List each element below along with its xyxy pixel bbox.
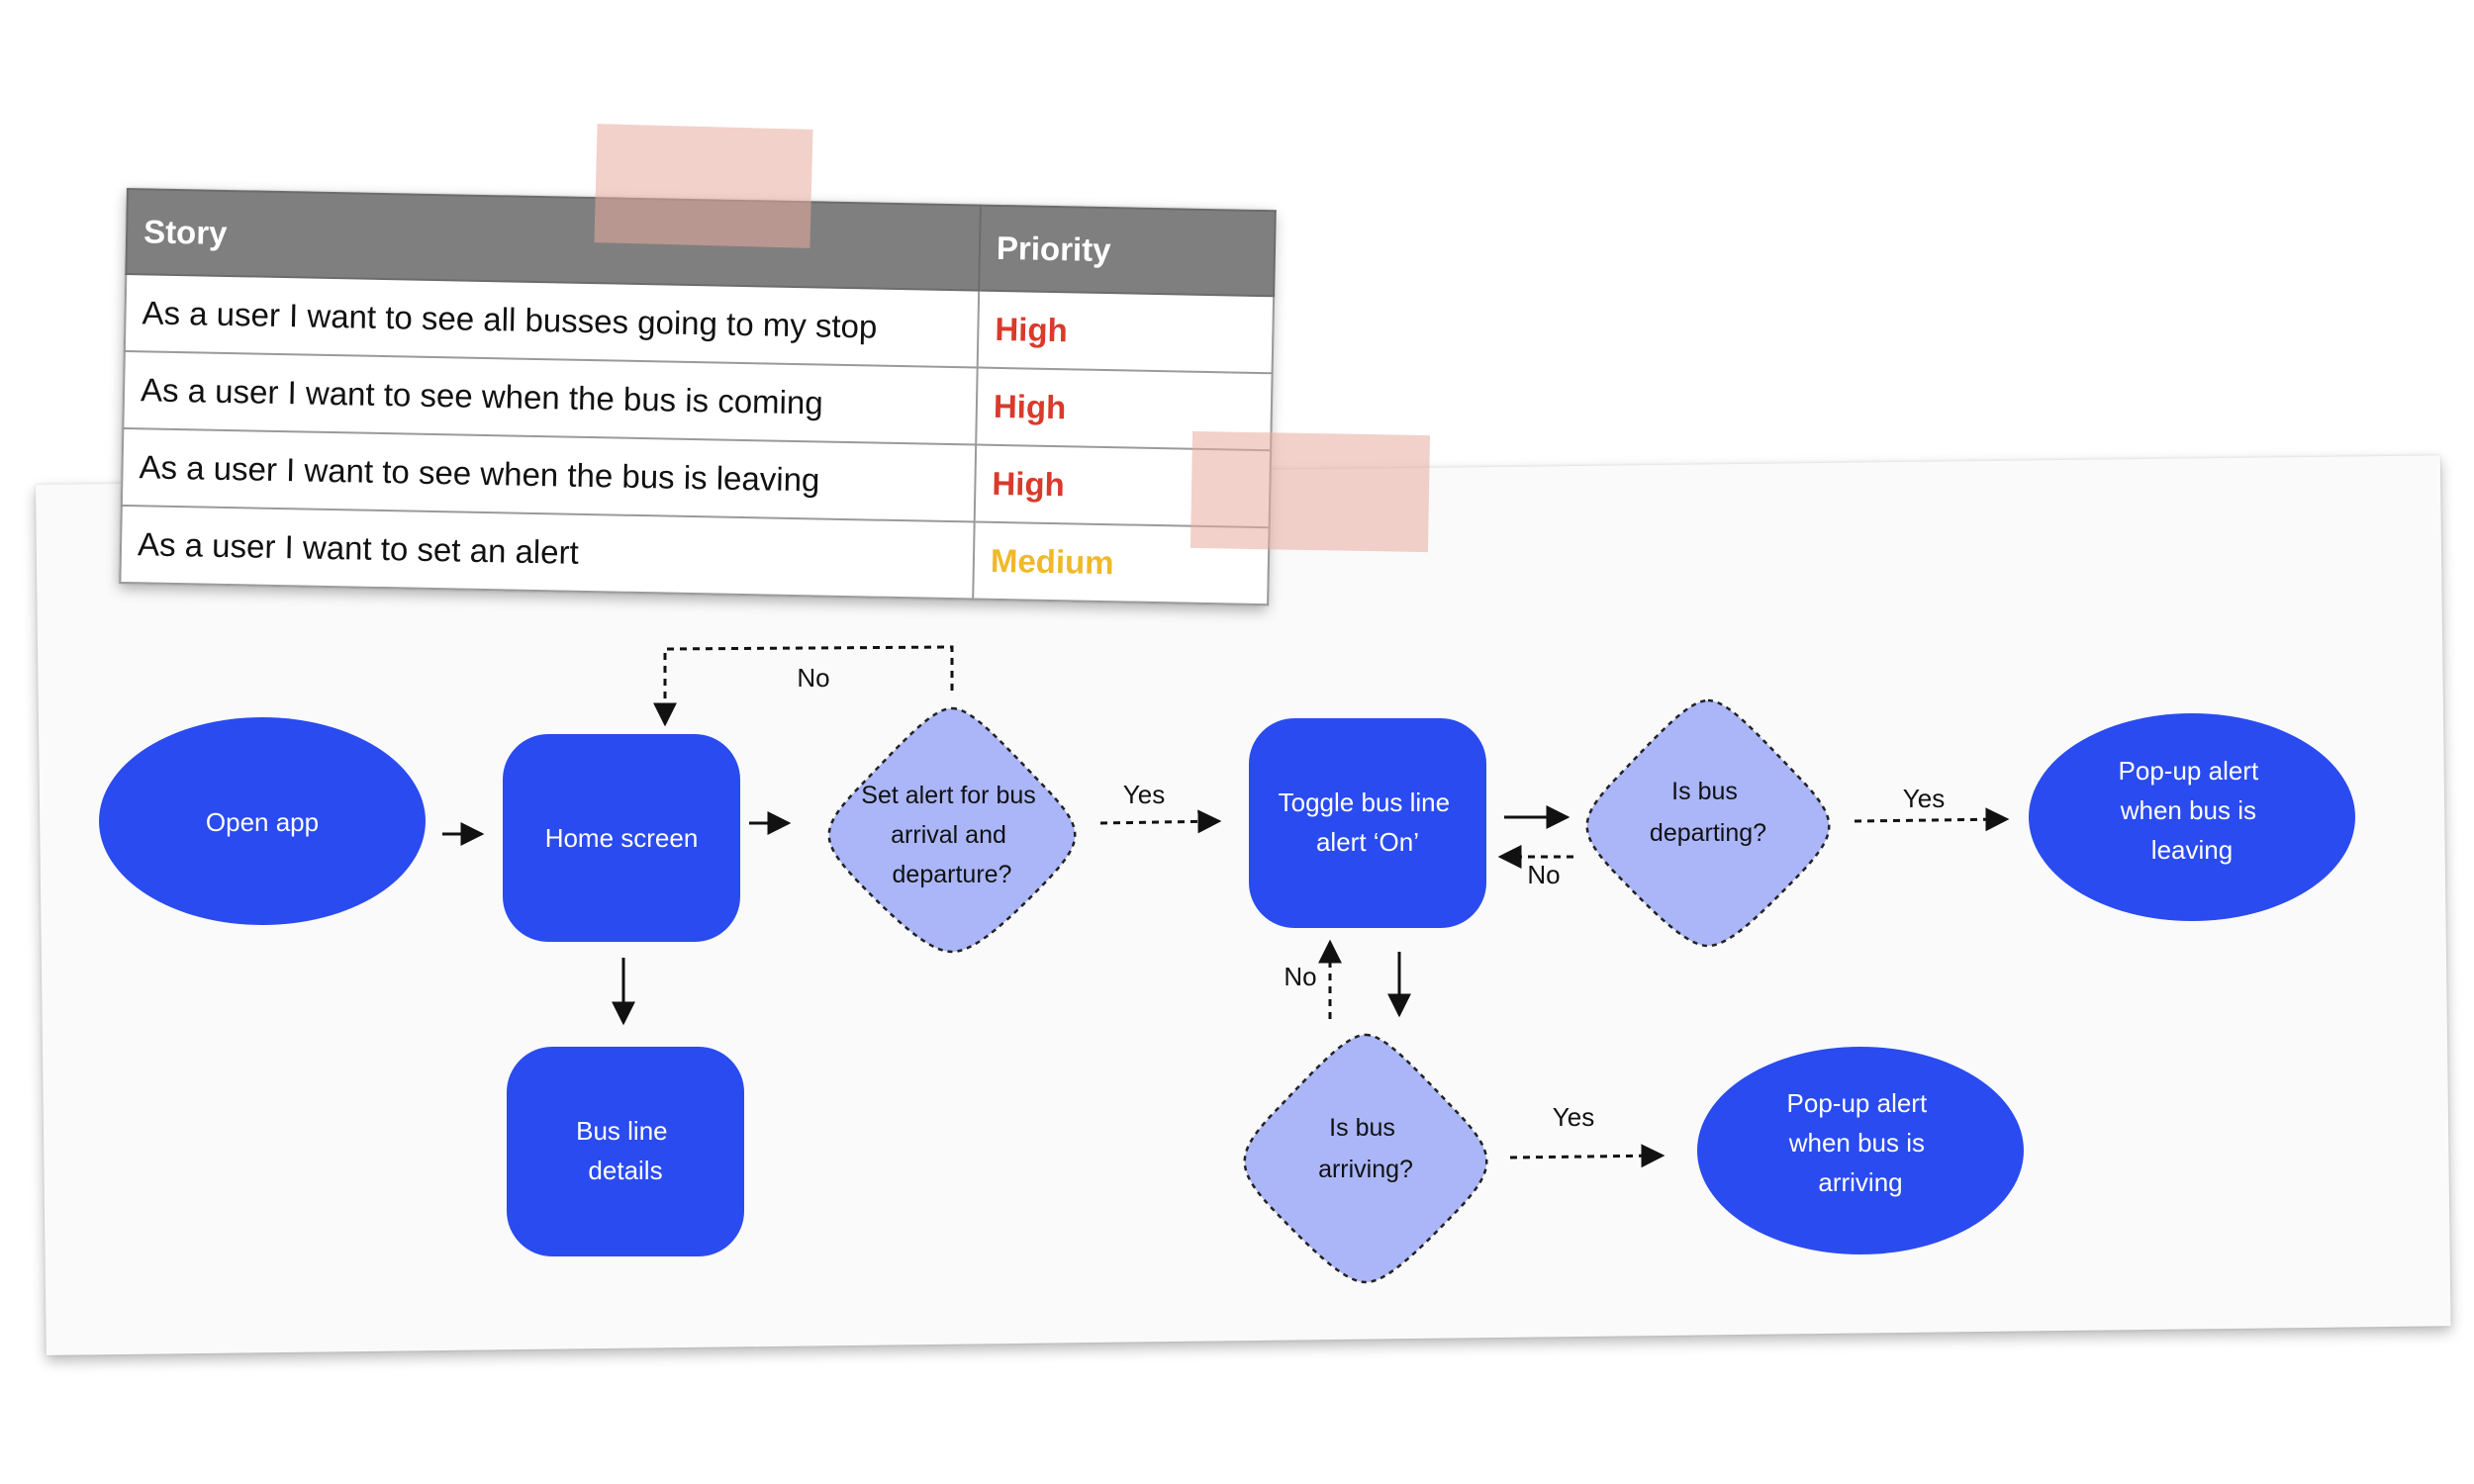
home-screen-label: Home screen bbox=[545, 823, 699, 853]
tape-strip-top bbox=[594, 124, 813, 248]
bus-line-details-label: Bus line details bbox=[576, 1116, 675, 1185]
priority-cell: High bbox=[977, 290, 1275, 374]
arrow-yes-arriving bbox=[1509, 1144, 1665, 1168]
departing-decision-label: Is bus departing? bbox=[1650, 778, 1766, 847]
edge-label-no-loop: No bbox=[797, 663, 829, 693]
open-app-label: Open app bbox=[206, 807, 319, 837]
bus-line-details-node bbox=[507, 1047, 744, 1256]
arriving-decision-label: Is bus arriving? bbox=[1318, 1114, 1413, 1183]
user-stories-card: Story Priority As a user I want to see a… bbox=[119, 188, 1276, 606]
toggle-alert-label: Toggle bus line alert ‘On’ bbox=[1279, 788, 1458, 857]
home-screen-node bbox=[503, 734, 740, 942]
set-alert-decision-node bbox=[827, 706, 1077, 954]
edge-label-no-arriving: No bbox=[1284, 962, 1316, 991]
priority-column-header: Priority bbox=[979, 205, 1276, 297]
tape-strip-right bbox=[1189, 430, 1431, 553]
edge-label-no-departing: No bbox=[1527, 860, 1560, 889]
popup-arriving-label: Pop-up alert when bus is arriving bbox=[1787, 1088, 1935, 1197]
arrow-yes-departing bbox=[1854, 807, 2010, 832]
arriving-decision-node bbox=[1243, 1033, 1488, 1284]
departing-decision-node bbox=[1585, 698, 1831, 948]
popup-leaving-label: Pop-up alert when bus is leaving bbox=[2119, 756, 2266, 865]
edge-label-yes-toggle: Yes bbox=[1123, 780, 1165, 809]
popup-arriving-node bbox=[1697, 1047, 2024, 1254]
open-app-node bbox=[99, 717, 426, 925]
edge-label-yes-arriving: Yes bbox=[1553, 1102, 1594, 1132]
edge-label-yes-departing: Yes bbox=[1903, 784, 1945, 813]
arrow-yes-to-toggle bbox=[1099, 809, 1222, 834]
popup-leaving-node bbox=[2029, 713, 2355, 921]
user-stories-table: Story Priority As a user I want to see a… bbox=[119, 188, 1276, 605]
set-alert-decision-label: Set alert for bus arrival and departure? bbox=[861, 782, 1042, 888]
story-cell: As a user I want to set an alert bbox=[120, 505, 975, 600]
story-column-header: Story bbox=[126, 189, 981, 291]
toggle-alert-node bbox=[1249, 718, 1486, 928]
